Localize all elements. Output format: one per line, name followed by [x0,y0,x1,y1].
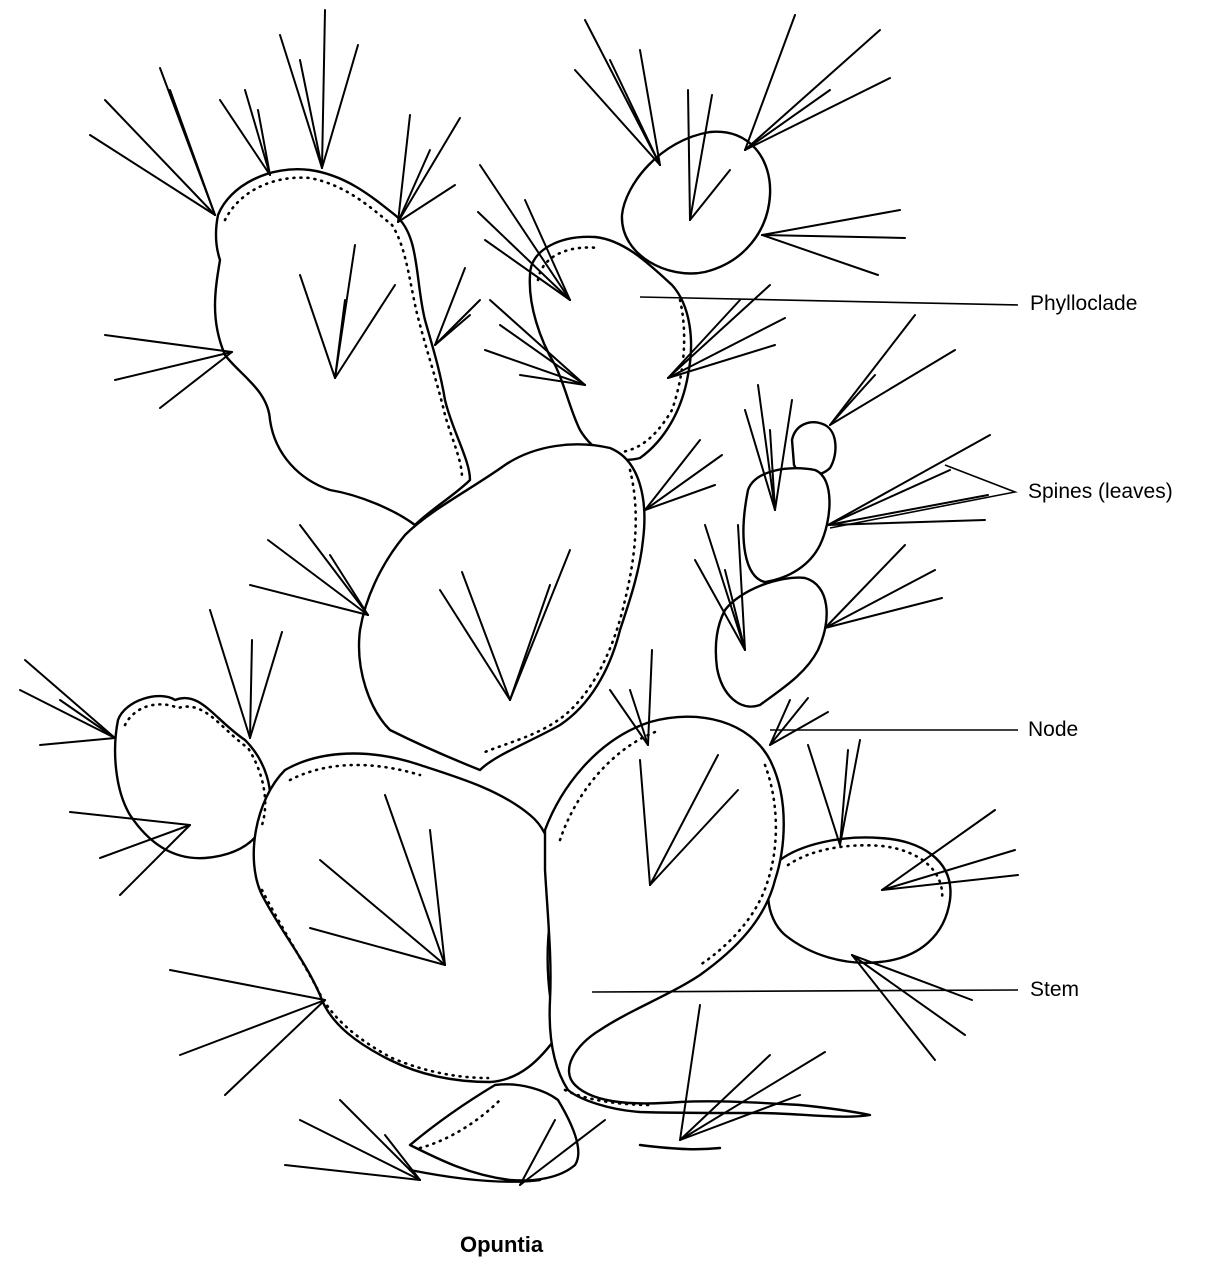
spine-cluster-34 [285,1100,420,1180]
pad-upper-left [215,169,470,525]
spine-cluster-31 [808,740,860,845]
diagram-caption: Opuntia [460,1232,543,1258]
label-spines: Spines (leaves) [1028,480,1173,504]
pad-lower-right [768,837,950,962]
leader-phylloclade [640,297,1018,305]
spine-cluster-4 [398,115,460,222]
stem-base [410,1084,578,1180]
spine-cluster-33 [852,955,972,1060]
spine-cluster-36 [680,1005,825,1140]
label-phylloclade: Phylloclade [1030,292,1137,316]
label-stem: Stem [1030,978,1079,1002]
pad-right-upper [743,468,829,582]
spine-cluster-18 [830,315,955,425]
spine-cluster-27 [170,970,325,1095]
label-node: Node [1028,718,1078,742]
spine-cluster-22 [825,545,942,628]
spine-cluster-30 [770,698,828,745]
spine-cluster-14 [762,210,905,275]
spine-cluster-7 [435,268,480,345]
spine-cluster-5 [105,335,232,408]
spine-cluster-20 [828,435,990,525]
pad-top-right [622,132,770,274]
spine-cluster-8 [478,165,570,300]
spine-cluster-12 [745,15,890,150]
spine-cluster-15 [250,525,368,615]
pad-lower-left [254,754,558,1082]
spine-cluster-11 [575,20,660,165]
spine-cluster-17 [645,440,722,510]
spine-cluster-2 [220,90,270,175]
pad-far-left [115,696,270,858]
spine-cluster-23 [20,660,115,745]
spine-cluster-3 [280,10,358,168]
spine-cluster-1 [90,68,215,215]
